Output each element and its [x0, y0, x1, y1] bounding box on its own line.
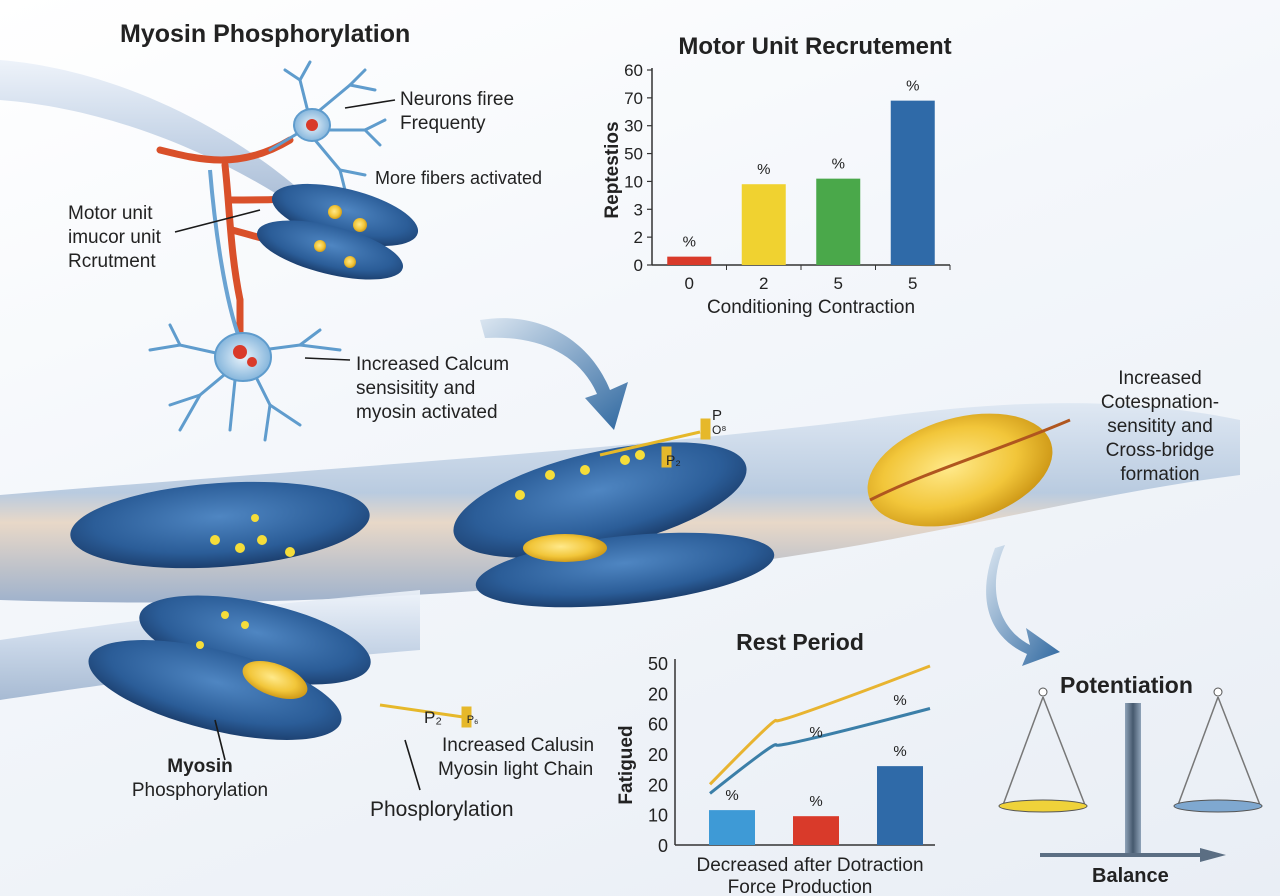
chart2-ylabel: Fatigued: [616, 725, 637, 804]
cross-line5: formation: [1120, 464, 1200, 485]
bottom-neuron: [148, 323, 342, 442]
calusin-line2: Myosin light Chain: [438, 759, 594, 780]
neurons-line2: Frequenty: [400, 113, 486, 134]
chart2-bar: [793, 816, 839, 845]
motor-unit-label: Motor unit imucor unit Rcrutment: [68, 202, 161, 274]
chart2-y-tick-label: 60: [648, 715, 668, 735]
balance-scale: [998, 687, 1263, 862]
chart1-bar-label: %: [832, 156, 845, 173]
upper-tube: [0, 60, 330, 230]
chart1-x-tick-label: 2: [759, 274, 768, 293]
chart2-xlabel-line2: Force Production: [728, 877, 873, 896]
chart1-y-tick-label: 30: [624, 117, 643, 136]
center-fiber: [453, 442, 775, 608]
chart1-y-tick-label: 2: [634, 228, 643, 247]
phosphate-tags: [379, 418, 711, 728]
chart2-y-tick-label: 0: [658, 836, 668, 856]
p-tag-1: P O⁸: [712, 408, 726, 438]
cross-line1: Increased: [1118, 368, 1202, 389]
myosin-sub: Phosphorylation: [131, 780, 269, 801]
chart1-y-tick-label: 70: [624, 89, 643, 108]
golden-bundle: [867, 413, 1071, 527]
chart1-x-tick-label: 5: [834, 274, 843, 293]
chart2-line: [709, 707, 931, 795]
chart1-bar-label: %: [906, 78, 919, 95]
chart1-y-tick-label: 0: [634, 256, 643, 275]
chart2-bar: [877, 766, 923, 845]
chart2-bar-label: %: [725, 787, 738, 804]
left-fiber: [70, 481, 370, 569]
chart1-bar-label: %: [683, 234, 696, 251]
phosplorylation-label: Phosplorylation: [370, 798, 514, 821]
more-fibers-label: More fibers activated: [375, 168, 543, 188]
flow-arrow-down: [480, 318, 628, 430]
calusin-line1: Increased Calusin: [442, 735, 595, 756]
p-tag-3-main: P₂: [424, 708, 442, 727]
chart1-ylabel: Reptestios: [602, 121, 623, 218]
chart1-y-tick-label: 3: [634, 200, 643, 219]
neurons-label: Neurons firee Frequenty: [400, 88, 514, 136]
cross-bridge-label: Increased Cotespnation- sensitity and Cr…: [1080, 367, 1240, 487]
neurons-line1: Neurons firee: [400, 89, 515, 110]
p-tag-3: P₂ P₆: [424, 706, 478, 732]
chart1-title: Motor Unit Recrutement: [678, 33, 952, 60]
calcium-line2: sensisitity and: [356, 378, 476, 399]
p-tag-1-main: P: [712, 407, 723, 424]
pointer-lines: [174, 99, 421, 791]
cross-line2: Cotespnation-: [1100, 392, 1220, 413]
myosin-bold: Myosin: [167, 756, 233, 777]
chart2-line-label: %: [809, 724, 822, 741]
p-tag-1-sub: O⁸: [712, 423, 727, 437]
p-tag-3-sub: P₆: [466, 714, 479, 726]
calusin-label: Increased Calusin Myosin light Chain: [438, 734, 594, 782]
calcium-line3: myosin activated: [356, 402, 498, 423]
balance-label: Balance: [1092, 865, 1169, 887]
chart2-xlabel-line1: Decreased after Dotraction: [696, 855, 923, 876]
p-tag-2: P₂: [666, 452, 681, 468]
chart2-y-tick-label: 20: [648, 745, 668, 765]
cross-line4: Cross-bridge: [1105, 440, 1215, 461]
chart2-bar-label: %: [809, 793, 822, 810]
chart2-line-label: %: [893, 692, 906, 709]
chart2-line: [708, 664, 931, 786]
chart2-bar-label: %: [893, 743, 906, 760]
flow-arrow-potentiation: [986, 545, 1060, 666]
calcium-line1: Increased Calcum: [356, 354, 510, 375]
chart1-bar: [816, 178, 861, 265]
chart1-x-tick-label: 0: [685, 274, 694, 293]
chart2-title: Rest Period: [736, 629, 864, 655]
chart1-bar-label: %: [757, 161, 770, 178]
chart1-y-tick-label: 60: [624, 61, 643, 80]
chart1-bar: [667, 256, 712, 265]
motor-line2: imucor unit: [68, 227, 161, 248]
chart1-bar: [741, 184, 786, 265]
chart2-bar: [709, 810, 755, 845]
chart1-x-tick-label: 5: [908, 274, 917, 293]
top-neuron: [268, 60, 387, 192]
chart2-y-tick-label: 10: [648, 806, 668, 826]
chart2-y-tick-label: 20: [648, 684, 668, 704]
lower-fibers: [88, 595, 371, 740]
chart1-xlabel: Conditioning Contraction: [707, 297, 915, 318]
cross-line3: sensitity and: [1107, 416, 1213, 437]
upper-fibers: [256, 183, 419, 280]
motor-line3: Rcrutment: [68, 251, 156, 272]
main-title: Myosin Phosphorylation: [120, 20, 411, 48]
chart1-bar: [890, 100, 935, 266]
myosin-label: Myosin Phosphorylation: [115, 755, 285, 803]
potentiation-label: Potentiation: [1060, 672, 1193, 698]
chart2-y-tick-label: 20: [648, 775, 668, 795]
calcium-label: Increased Calcum sensisitity and myosin …: [356, 353, 509, 425]
chart1-y-tick-label: 10: [624, 172, 643, 191]
chart2-y-tick-label: 50: [648, 654, 668, 674]
motor-line1: Motor unit: [68, 203, 153, 224]
chart1-y-tick-label: 50: [624, 145, 643, 164]
